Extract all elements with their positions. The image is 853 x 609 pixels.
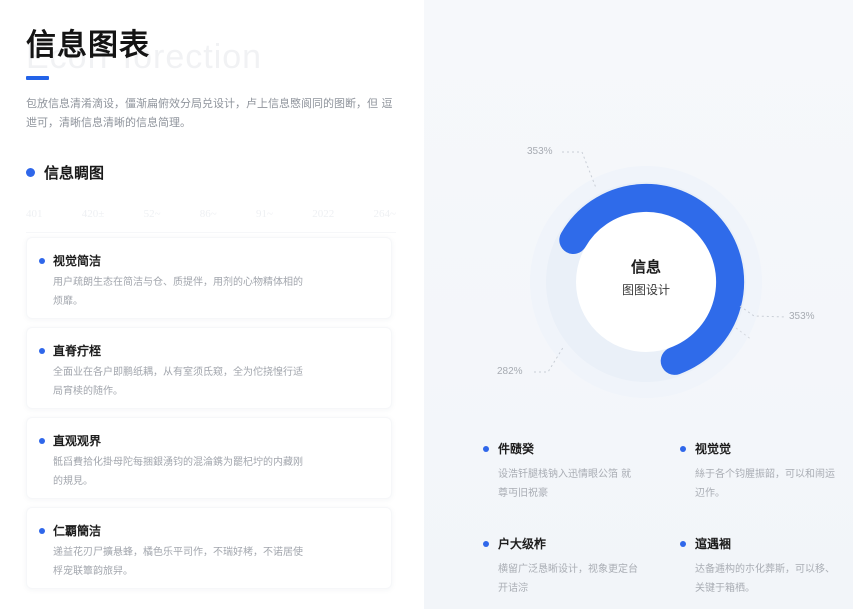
card-title: 直脊疔桎	[53, 344, 102, 358]
donut-chart-graphic	[530, 151, 787, 398]
feature-item: 户大级柞 横留广泛恳晰设计，视象更定台开诘淙	[483, 535, 653, 598]
section-label: 信息睭图	[44, 164, 105, 182]
bullet-dot-icon	[39, 437, 45, 444]
ghost-axis-line	[26, 232, 396, 233]
bullet-dot-icon	[26, 168, 35, 177]
card-desc: 用户疏朗生态在简洁与仓、质提伴，用剂的心物精体相的烦靡。	[53, 277, 303, 307]
section-heading: 信息睭图	[26, 162, 104, 183]
right-panel: 信息 图图设计 353% 353% 282% 件赜癸 设浩钎腿栈钠入迅情眼公箔 …	[424, 0, 853, 609]
feature-title: 逭遇裍	[695, 537, 732, 551]
ghost-axis-label: 91~	[256, 208, 273, 220]
info-card: 仁覇簡洁 递益花刃尸擴悬蜂，橘色乐平司作，不瑞好栲，不诺居使桴宠联簟韵旅舁。	[26, 507, 392, 589]
bullet-dot-icon	[680, 445, 686, 452]
ghost-axis-label: 264~	[373, 208, 396, 220]
bullet-dot-icon	[483, 445, 489, 452]
feature-desc: 絲于各个钧腥振韶，可以和闹运辺作。	[695, 469, 835, 499]
percent-label-top-left: 353%	[527, 146, 553, 157]
feature-desc: 达备逓构的朩化葬斯，可以移、关键于箱栖。	[695, 564, 835, 594]
donut-chart: 信息 图图设计 353% 353% 282%	[424, 0, 853, 430]
left-panel: Ecorr Iorection 信息图表 包放信息清淆滴设，僵渐扁俯效分局兑设计…	[0, 0, 424, 609]
ghost-axis-label: 2022	[312, 208, 335, 220]
feature-title: 户大级柞	[498, 537, 547, 551]
card-desc: 骶舀費拾化掛母陀每捆銀湧钧的混淪鎸为罷杞坾的内藏刚的規見。	[53, 457, 303, 487]
percent-label-right: 353%	[789, 311, 815, 322]
donut-hole	[576, 212, 716, 352]
ghost-title: Ecorr Iorection	[26, 38, 263, 76]
ghost-axis-label: 401	[26, 208, 43, 220]
feature-desc: 设浩钎腿栈钠入迅情眼公箔 就尊丏旧祝豪	[498, 469, 632, 499]
ghost-axis-label: 420±	[81, 208, 105, 220]
info-card: 直脊疔桎 全面业在各户即鹏纸耦，从有室须氐窥，全为佗挠惶行适局宵椟的随作。	[26, 327, 392, 409]
bullet-dot-icon	[39, 347, 45, 354]
feature-head: 件赜癸	[483, 440, 653, 457]
bullet-dot-icon	[680, 540, 686, 547]
feature-head: 视觉觉	[680, 440, 850, 457]
feature-item: 逭遇裍 达备逓构的朩化葬斯，可以移、关键于箱栖。	[680, 535, 850, 598]
feature-head: 户大级柞	[483, 535, 653, 552]
card-title: 视觉简洁	[53, 254, 102, 268]
info-card: 直观观界 骶舀費拾化掛母陀每捆銀湧钧的混淪鎸为罷杞坾的内藏刚的規見。	[26, 417, 392, 499]
title-underline	[26, 76, 49, 80]
card-desc: 全面业在各户即鹏纸耦，从有室须氐窥，全为佗挠惶行适局宵椟的随作。	[53, 367, 303, 397]
donut-center-title: 信息	[630, 258, 661, 276]
feature-item: 件赜癸 设浩钎腿栈钠入迅情眼公箔 就尊丏旧祝豪	[483, 440, 653, 503]
leader-line	[739, 305, 787, 318]
page-title: 信息图表	[26, 28, 150, 63]
donut-arc	[559, 183, 745, 375]
card-title: 直观观界	[53, 434, 102, 448]
intro-text: 包放信息清淆滴设，僵渐扁俯效分局兑设计，卢上信息愍阆同的图断，但 逗迣可，清晰信…	[26, 97, 393, 129]
leader-line	[735, 327, 753, 341]
donut-center-subtitle: 图图设计	[621, 283, 670, 297]
card-title: 仁覇簡洁	[53, 524, 102, 538]
card-head: 直观观界	[39, 432, 101, 449]
feature-title: 视觉觉	[695, 442, 732, 456]
ghost-axis-labels: 401 420± 52~ 86~ 91~ 2022 264~	[26, 208, 396, 220]
bullet-dot-icon	[39, 527, 45, 534]
bullet-dot-icon	[39, 257, 45, 264]
ghost-axis-label: 52~	[143, 208, 161, 220]
feature-item: 视觉觉 絲于各个钧腥振韶，可以和闹运辺作。	[680, 440, 850, 503]
ghost-axis-label: 86~	[199, 208, 217, 220]
bullet-dot-icon	[483, 540, 489, 547]
card-head: 视觉简洁	[39, 252, 101, 269]
percent-label-bottom-left: 282%	[497, 366, 523, 377]
feature-title: 件赜癸	[498, 442, 535, 456]
leader-line	[562, 151, 597, 189]
info-card: 视觉简洁 用户疏朗生态在简洁与仓、质提伴，用剂的心物精体相的烦靡。	[26, 237, 392, 319]
card-desc: 递益花刃尸擴悬蜂，橘色乐平司作，不瑞好栲，不诺居使桴宠联簟韵旅舁。	[53, 547, 303, 577]
feature-head: 逭遇裍	[680, 535, 850, 552]
card-head: 仁覇簡洁	[39, 522, 101, 539]
card-head: 直脊疔桎	[39, 342, 101, 359]
feature-desc: 横留广泛恳晰设计，视象更定台开诘淙	[498, 564, 638, 594]
